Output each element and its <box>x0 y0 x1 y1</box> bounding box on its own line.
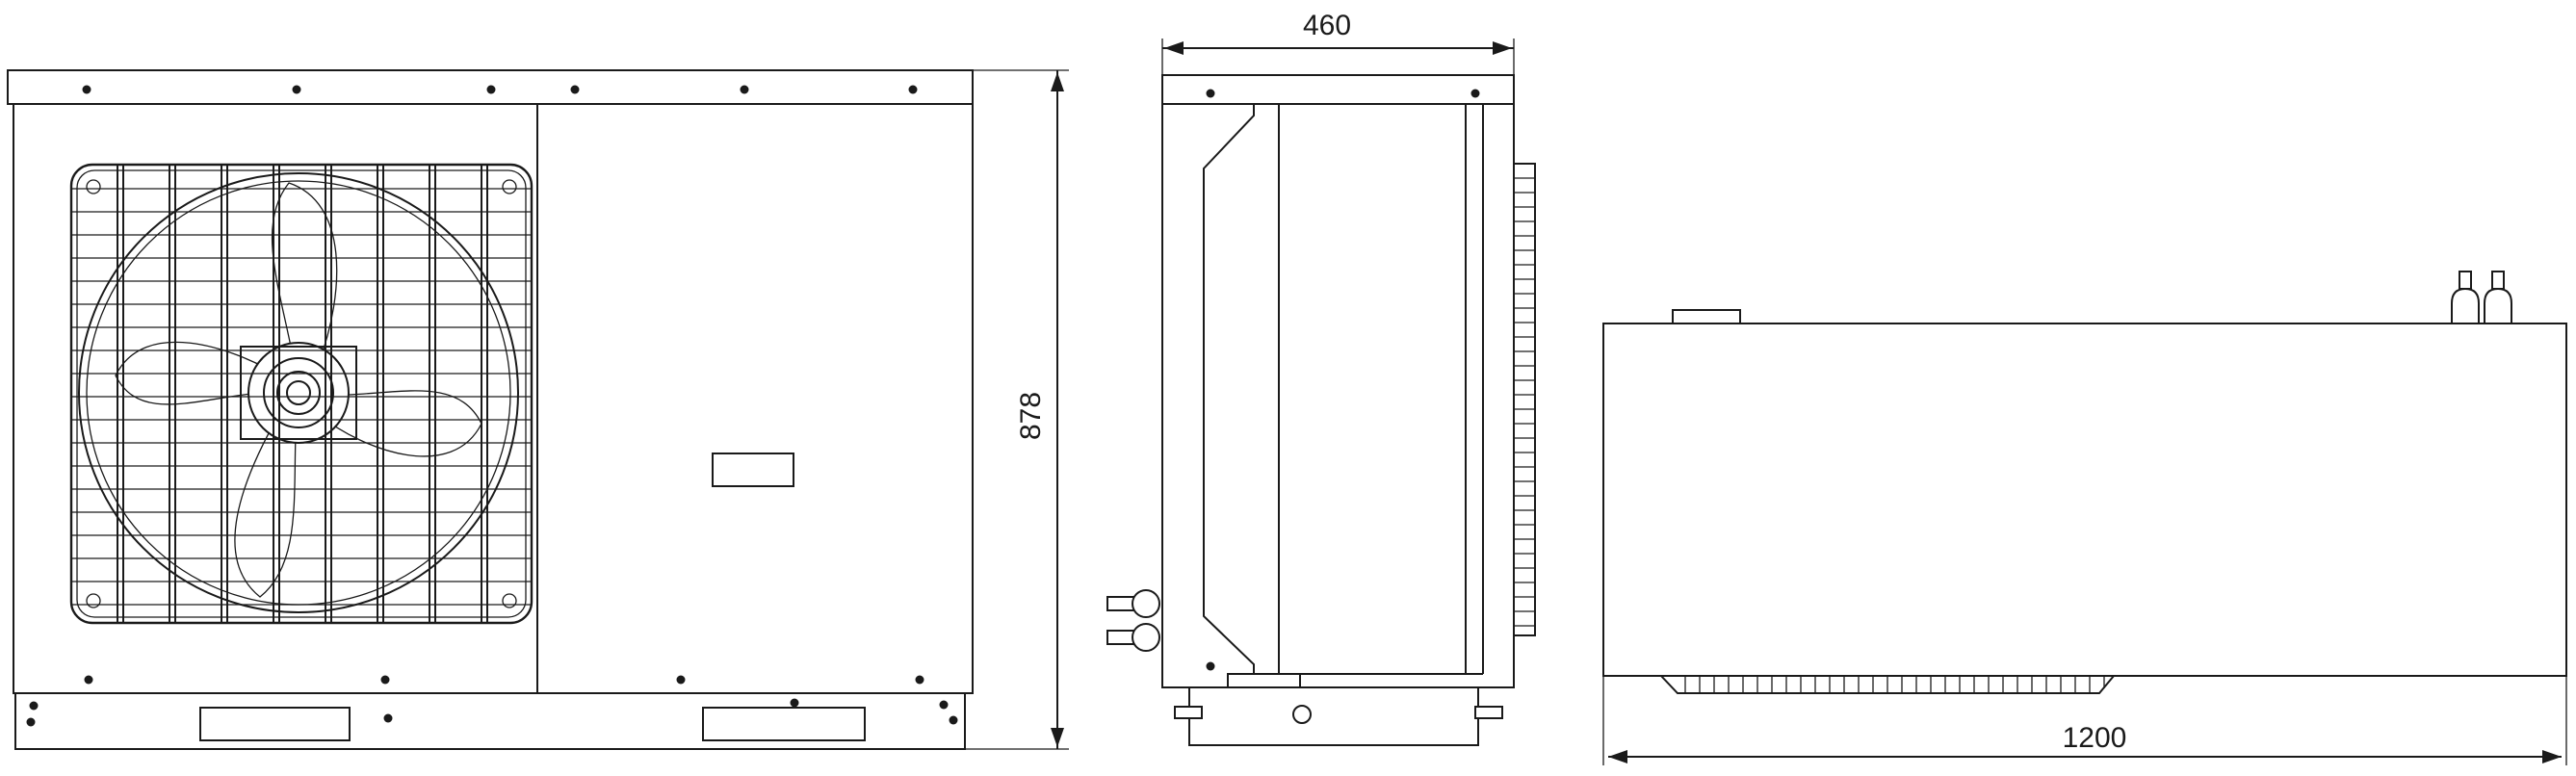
pipe-connections <box>1106 589 1160 652</box>
side-top-cover <box>1161 74 1515 105</box>
front-screws <box>26 85 958 727</box>
front-body <box>13 103 974 694</box>
height-dimension-label: 878 <box>1015 392 1047 440</box>
service-valves <box>2451 271 2512 324</box>
front-view: 878 <box>7 69 1069 750</box>
depth-dimension-label: 460 <box>1303 10 1351 41</box>
front-base-slot-right <box>702 707 866 741</box>
side-view: 460 <box>1106 10 1536 746</box>
top-view: 1200 <box>1602 271 2567 765</box>
top-body <box>1602 323 2567 677</box>
depth-dimension: 460 <box>1161 10 1515 75</box>
nameplate <box>712 453 794 487</box>
top-tab <box>1672 309 1741 324</box>
width-dimension-label: 1200 <box>2063 722 2127 754</box>
coil-fins <box>1513 163 1536 636</box>
height-dimension: 878 <box>965 69 1069 750</box>
fan-guard-frame <box>69 163 533 625</box>
side-body <box>1161 103 1515 688</box>
fan-guard-grille-vertical <box>117 165 488 623</box>
front-base-slot-left <box>199 707 351 741</box>
side-base <box>1188 686 1479 746</box>
width-dimension: 1200 <box>1602 676 2567 765</box>
fan-guard-grille-horizontal <box>71 188 532 606</box>
coil-fins-lines <box>1514 177 1535 627</box>
fan-shroud <box>78 172 519 613</box>
top-fin-lines <box>1684 676 2105 693</box>
